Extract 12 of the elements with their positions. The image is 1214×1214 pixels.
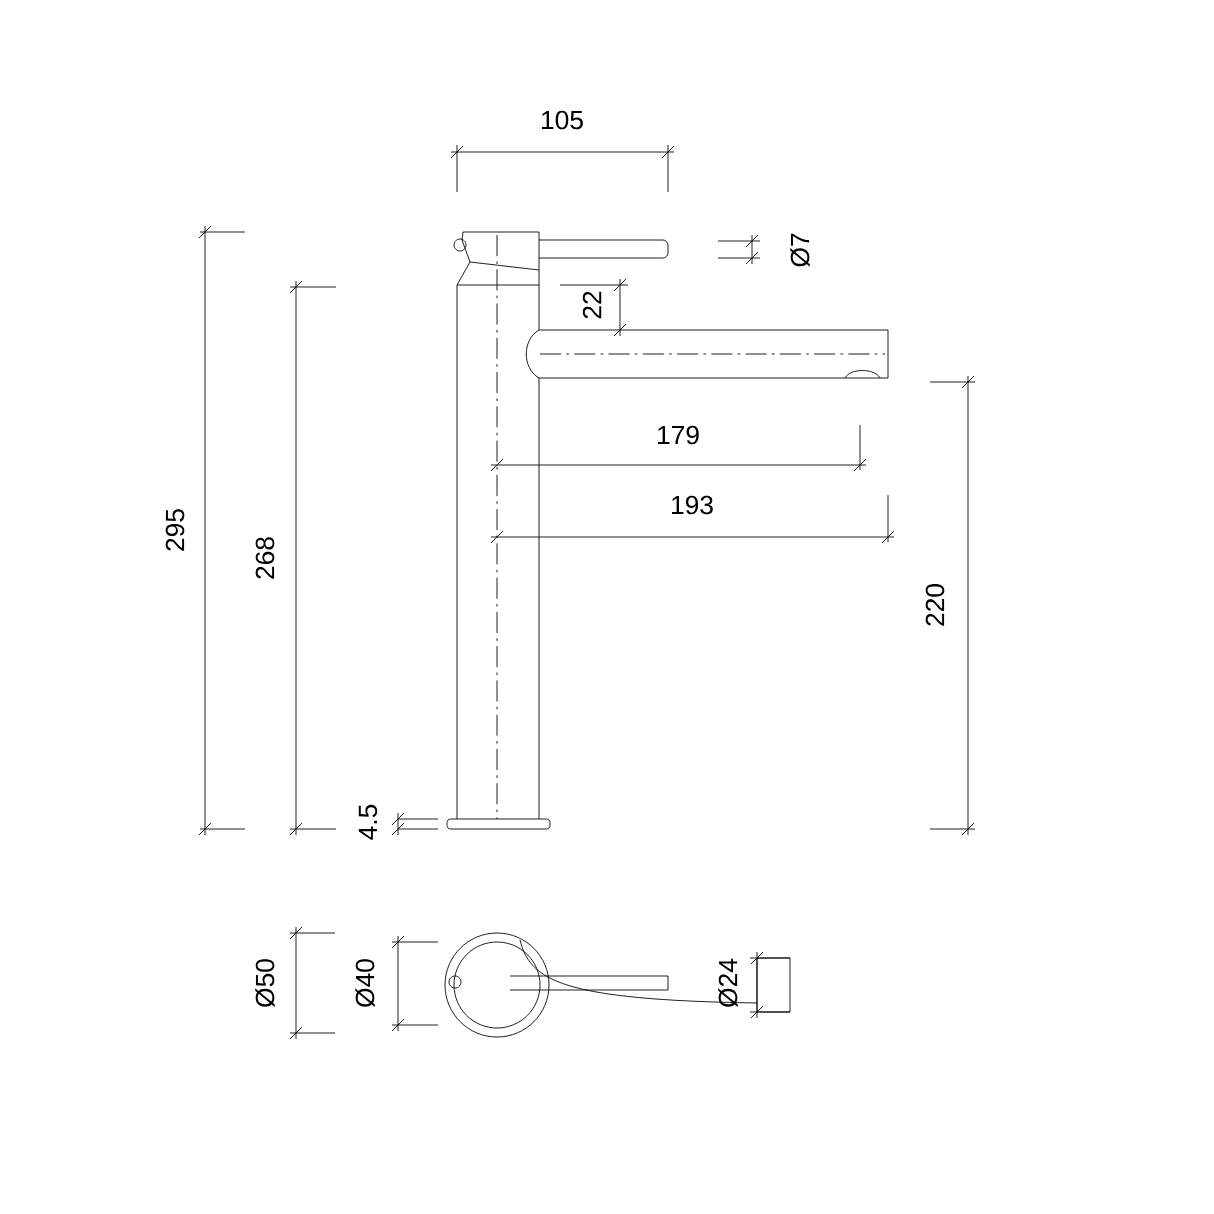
dimension-label: 193 xyxy=(672,495,713,515)
dimension-label: Ø7 xyxy=(790,233,810,267)
dimension-label: 22 xyxy=(582,291,602,319)
dimension-label: 295 xyxy=(165,509,185,551)
dimension-label: Ø24 xyxy=(718,958,738,1007)
dimension-label: 179 xyxy=(658,425,699,445)
dimension-label: 105 xyxy=(542,110,583,130)
dimension-label: 220 xyxy=(925,584,945,626)
dimension-label: 268 xyxy=(255,537,275,579)
dimension-label: Ø40 xyxy=(355,959,375,1007)
dimension-label: Ø50 xyxy=(255,959,275,1007)
dimension-label: 4.5 xyxy=(358,804,378,840)
